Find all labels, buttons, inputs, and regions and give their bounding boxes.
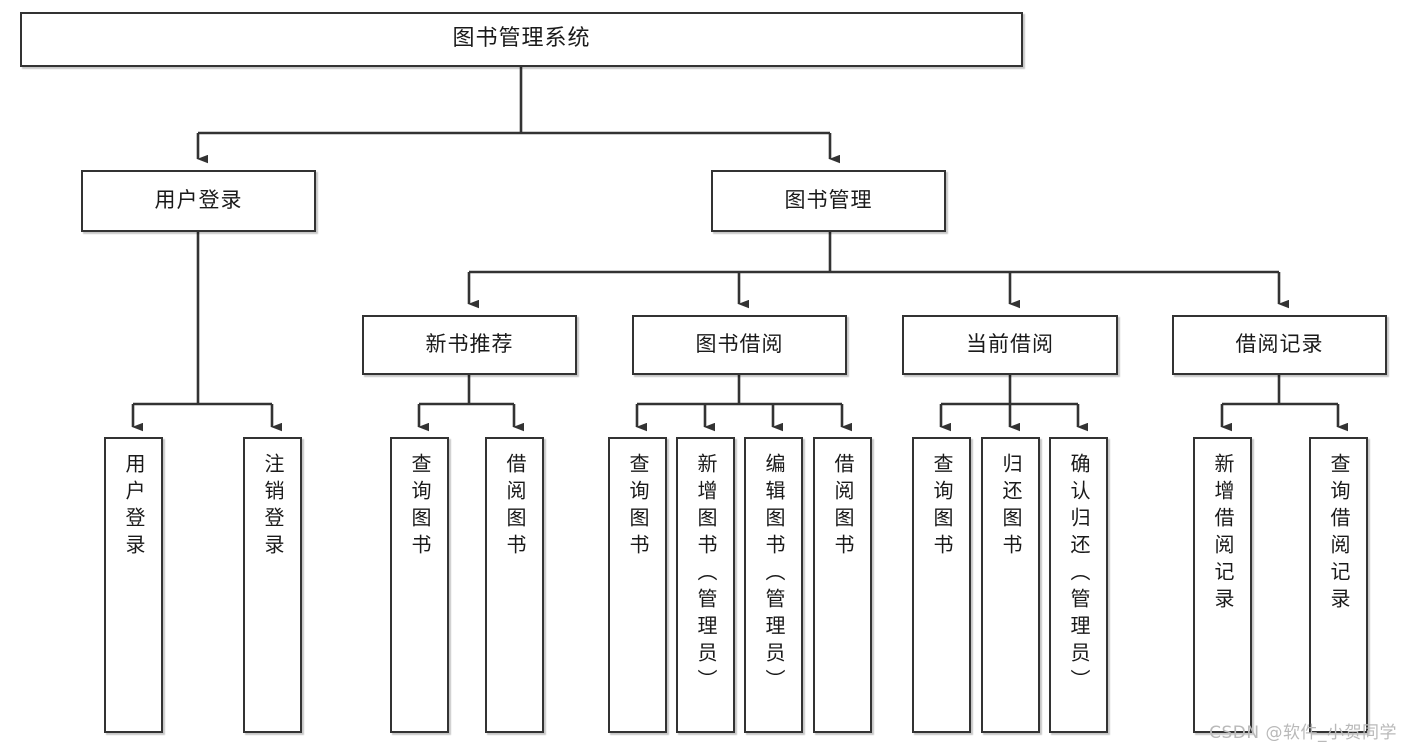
- node-label: 归还图书: [999, 453, 1023, 561]
- node-label: 图书管理系统: [452, 26, 591, 52]
- leaf-add-record[interactable]: 新增借阅记录: [1193, 437, 1252, 733]
- leaf-query-book-2[interactable]: 查询图书: [608, 437, 667, 733]
- node-book-borrow[interactable]: 图书借阅: [632, 315, 847, 375]
- node-current-borrow[interactable]: 当前借阅: [902, 315, 1118, 375]
- node-label: 查询图书: [408, 453, 432, 561]
- leaf-add-book[interactable]: 新增图书（管理员）: [676, 437, 735, 733]
- node-label: 查询图书: [930, 453, 954, 561]
- node-label: 借阅记录: [1235, 332, 1324, 357]
- node-label: 新增借阅记录: [1211, 453, 1235, 615]
- node-label: 用户登录: [122, 453, 146, 561]
- node-label: 新增图书（管理员）: [694, 453, 718, 696]
- node-label: 图书借阅: [695, 332, 784, 357]
- leaf-borrow-book-2[interactable]: 借阅图书: [813, 437, 872, 733]
- leaf-user-login[interactable]: 用户登录: [104, 437, 163, 733]
- node-label: 借阅图书: [831, 453, 855, 561]
- node-root-system[interactable]: 图书管理系统: [20, 12, 1023, 67]
- node-book-management[interactable]: 图书管理: [711, 170, 946, 232]
- leaf-query-book-3[interactable]: 查询图书: [912, 437, 971, 733]
- node-label: 借阅图书: [503, 453, 527, 561]
- node-user-login[interactable]: 用户登录: [81, 170, 316, 232]
- node-label: 当前借阅: [966, 332, 1054, 357]
- node-new-book-recommend[interactable]: 新书推荐: [362, 315, 577, 375]
- leaf-borrow-book-1[interactable]: 借阅图书: [485, 437, 544, 733]
- leaf-edit-book[interactable]: 编辑图书（管理员）: [744, 437, 803, 733]
- node-borrow-record[interactable]: 借阅记录: [1172, 315, 1387, 375]
- node-label: 查询图书: [626, 453, 650, 561]
- leaf-return-book[interactable]: 归还图书: [981, 437, 1040, 733]
- node-label: 编辑图书（管理员）: [762, 453, 786, 696]
- node-label: 新书推荐: [425, 332, 514, 357]
- leaf-confirm-return[interactable]: 确认归还（管理员）: [1049, 437, 1108, 733]
- leaf-query-book-1[interactable]: 查询图书: [390, 437, 449, 733]
- node-label: 确认归还（管理员）: [1067, 453, 1091, 696]
- leaf-user-logout[interactable]: 注销登录: [243, 437, 302, 733]
- node-label: 注销登录: [261, 453, 285, 561]
- node-label: 用户登录: [154, 188, 243, 213]
- leaf-query-record[interactable]: 查询借阅记录: [1309, 437, 1368, 733]
- node-label: 查询借阅记录: [1327, 453, 1351, 615]
- node-label: 图书管理: [784, 188, 873, 213]
- csdn-watermark: CSDN @软件_小贺同学: [1209, 723, 1397, 743]
